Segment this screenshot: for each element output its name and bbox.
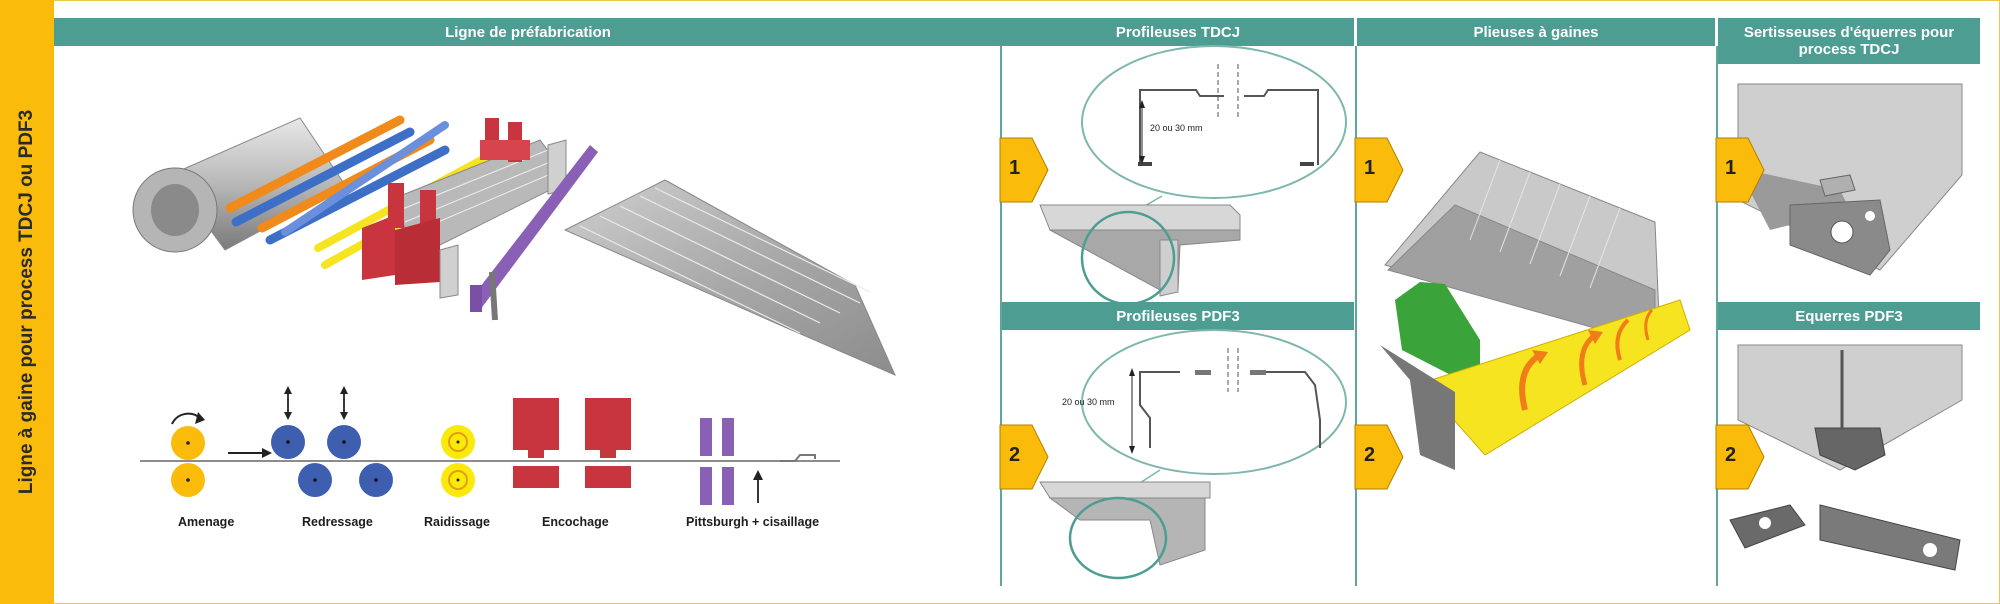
header-sertisseuses: Sertisseuses d'équerres pour process TDC… — [1718, 18, 1980, 64]
badge-plieuses-1: 1 — [1364, 157, 1376, 179]
badge-plieuses-2: 2 — [1364, 444, 1376, 466]
step-redressage: Redressage — [302, 515, 373, 529]
badge-equerres-2: 2 — [1725, 444, 1737, 466]
divider-1 — [1000, 46, 1002, 586]
badge-tdcj-1: 1 — [1009, 157, 1021, 179]
header-profileuses-tdcj: Profileuses TDCJ — [1002, 18, 1354, 46]
badge-pdf3-2: 2 — [1009, 444, 1021, 466]
step-encochage: Encochage — [542, 515, 609, 529]
header-plieuses: Plieuses à gaines — [1357, 18, 1715, 46]
step-raidissage: Raidissage — [424, 515, 491, 529]
step-pittsburgh: Pittsburgh + cisaillage — [686, 515, 820, 529]
divider-3 — [1716, 46, 1718, 586]
side-band — [0, 0, 54, 604]
pdf3-dimension-label: 20 ou 30 mm — [1062, 397, 1115, 407]
header-prefab: Ligne de préfabrication — [54, 18, 1002, 46]
tdcj-dimension-label: 20 ou 30 mm — [1150, 123, 1203, 133]
header-profileuses-pdf3: Profileuses PDF3 — [1002, 302, 1354, 330]
step-amenage: Amenage — [178, 515, 235, 529]
divider-2 — [1355, 46, 1357, 586]
header-equerres-pdf3: Equerres PDF3 — [1718, 302, 1980, 330]
badge-sertisseuses-1: 1 — [1725, 157, 1737, 179]
